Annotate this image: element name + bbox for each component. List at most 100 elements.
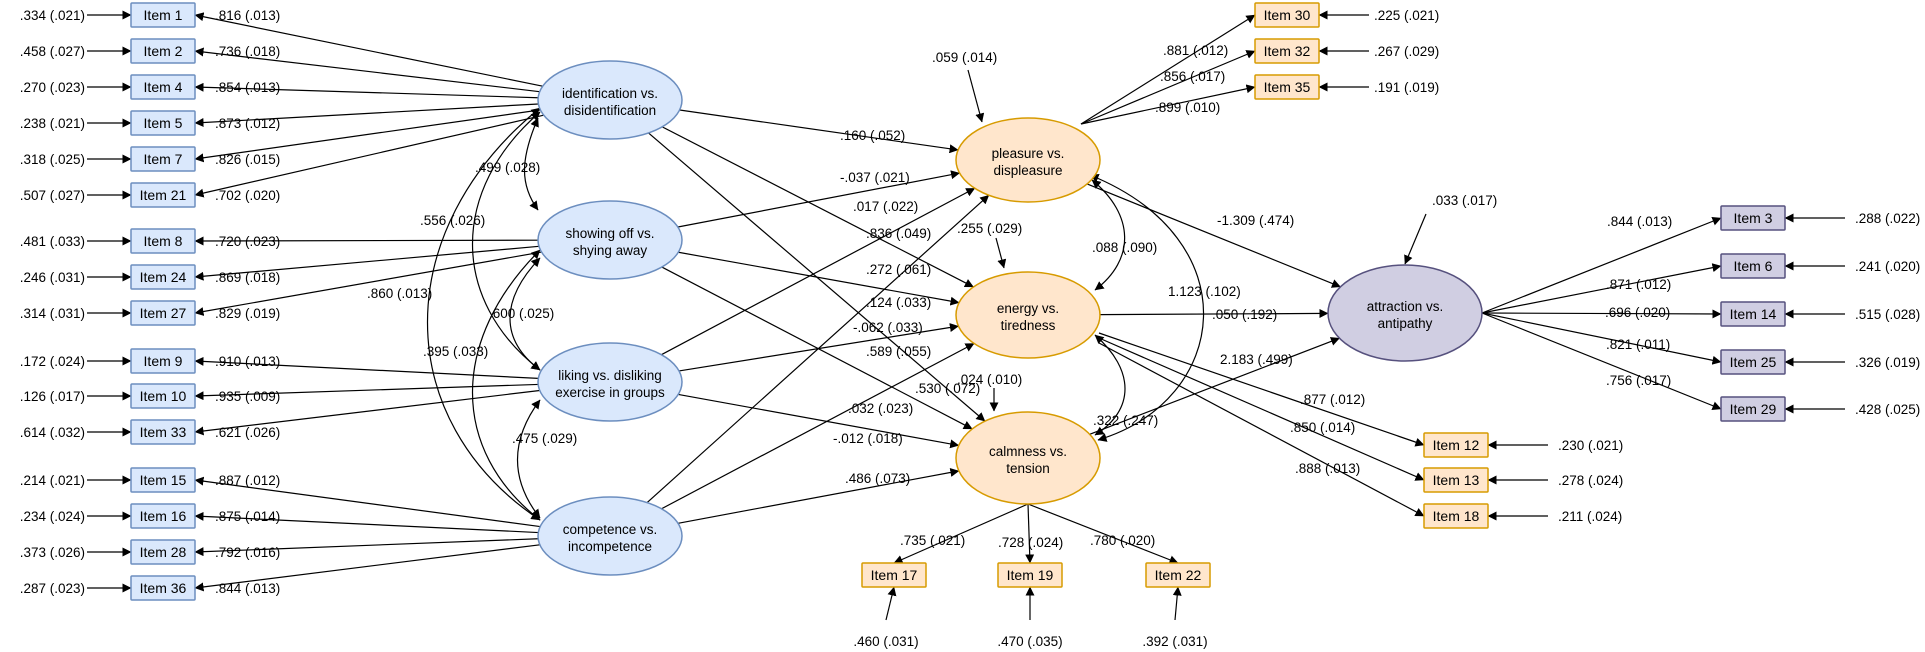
indicator-box xyxy=(1254,38,1320,64)
indicator-label: Item 19 xyxy=(1007,567,1054,583)
indicator-label: Item 35 xyxy=(1264,79,1311,95)
loading-arrow-i7 xyxy=(194,109,541,163)
latent-label-line1: identification vs. xyxy=(562,86,658,101)
correlation-label-energy-calm: .322 (.247) xyxy=(1093,413,1158,428)
latent-label-line1: competence vs. xyxy=(563,522,658,537)
correlation-label-showing-comp: .395 (.033) xyxy=(423,344,488,359)
indicator-label: Item 21 xyxy=(140,187,187,203)
correlation-label-pleasure-calm: 1.123 (.102) xyxy=(1168,284,1241,299)
indicator-item-25: Item 25 xyxy=(1720,349,1786,375)
latent-label-line2: tiredness xyxy=(1001,318,1056,333)
indicator-item-15: Item 15 xyxy=(130,467,196,493)
path-label-energy_attr: .050 (.192) xyxy=(1212,307,1277,322)
loading-arrow-i17 xyxy=(893,503,1029,564)
disturbance-label-energy: .255 (.029) xyxy=(957,221,1022,236)
loading-label-i4: .854 (.013) xyxy=(215,80,280,95)
error-label-i7: .318 (.025) xyxy=(20,152,85,167)
error-label-i3: .288 (.022) xyxy=(1855,211,1920,226)
error-arrow-i17 xyxy=(885,586,897,621)
loading-label-i16: .875 (.014) xyxy=(215,509,280,524)
indicator-item-24: Item 24 xyxy=(130,264,196,290)
indicator-label: Item 33 xyxy=(140,424,187,440)
path-label-liking_calm: .032 (.023) xyxy=(848,401,913,416)
indicator-item-36: Item 36 xyxy=(130,575,196,601)
error-arrow-i22 xyxy=(1172,586,1182,621)
path-arrow-calm-attr xyxy=(1089,337,1340,435)
path-label-ident_calm: .272 (.061) xyxy=(866,262,931,277)
path-arrow-liking-calm xyxy=(678,393,960,449)
loading-label-i33: .621 (.026) xyxy=(215,425,280,440)
indicator-label: Item 28 xyxy=(140,544,187,560)
loading-arrow-i5 xyxy=(194,103,539,128)
loading-label-i24: .869 (.018) xyxy=(215,270,280,285)
loading-arrow-i2 xyxy=(194,47,540,93)
loading-arrow-i4 xyxy=(194,82,539,99)
latent-ellipse xyxy=(537,496,683,576)
indicator-label: Item 7 xyxy=(144,151,183,167)
indicator-label: Item 2 xyxy=(144,43,183,59)
loading-label-i17: .735 (.021) xyxy=(900,533,965,548)
correlation-label-pleasure-energy: .088 (.090) xyxy=(1092,240,1157,255)
latent-ellipse xyxy=(955,411,1101,505)
disturbance-arrow-pleasure xyxy=(967,69,985,123)
loading-label-i10: .935 (.009) xyxy=(215,389,280,404)
error-label-i6: .241 (.020) xyxy=(1855,259,1920,274)
indicator-label: Item 30 xyxy=(1264,7,1311,23)
latent-label-line2: displeasure xyxy=(993,163,1062,178)
error-label-i36: .287 (.023) xyxy=(20,581,85,596)
latent-ident: identification vs.disidentification xyxy=(537,60,683,140)
path-label-pleasure_attr: -1.309 (.474) xyxy=(1217,213,1294,228)
indicator-item-9: Item 9 xyxy=(130,348,196,374)
indicator-item-28: Item 28 xyxy=(130,539,196,565)
loading-label-i7: .826 (.015) xyxy=(215,152,280,167)
disturbance-label-pleasure: .059 (.014) xyxy=(932,50,997,65)
error-label-i29: .428 (.025) xyxy=(1855,402,1920,417)
error-label-i2: .458 (.027) xyxy=(20,44,85,59)
latent-label-line1: attraction vs. xyxy=(1367,299,1444,314)
loading-label-i32: .856 (.017) xyxy=(1160,69,1225,84)
latent-label-line2: shying away xyxy=(573,243,648,258)
loading-arrow-i13 xyxy=(1098,337,1425,481)
loading-label-i21: .702 (.020) xyxy=(215,188,280,203)
indicator-box xyxy=(130,228,196,254)
indicator-box xyxy=(1720,253,1786,279)
indicator-label: Item 14 xyxy=(1730,306,1777,322)
loading-arrow-i10 xyxy=(194,383,539,401)
indicator-label: Item 1 xyxy=(144,7,183,23)
path-label-comp_pleasure: .836 (.049) xyxy=(866,226,931,241)
correlation-arrow-showing-liking xyxy=(509,257,541,371)
loading-label-i36: .844 (.013) xyxy=(215,581,280,596)
loading-label-i29: .756 (.017) xyxy=(1606,373,1671,388)
indicator-box xyxy=(1423,503,1489,529)
indicator-box xyxy=(1423,432,1489,458)
indicator-label: Item 12 xyxy=(1433,437,1480,453)
loading-label-i2: .736 (.018) xyxy=(215,44,280,59)
indicator-box xyxy=(130,110,196,136)
indicator-label: Item 32 xyxy=(1264,43,1311,59)
loading-arrow-i35 xyxy=(1080,84,1256,125)
latent-energy: energy vs.tiredness xyxy=(955,271,1101,359)
loading-arrow-i18 xyxy=(1098,342,1425,517)
disturbance-arrow-energy xyxy=(995,237,1007,269)
path-arrow-ident-pleasure xyxy=(679,109,959,154)
indicator-item-30: Item 30 xyxy=(1254,2,1320,28)
loading-label-i30: .881 (.012) xyxy=(1163,43,1228,58)
path-label-ident_energy: .017 (.022) xyxy=(853,199,918,214)
loading-label-i8: .720 (.023) xyxy=(215,234,280,249)
path-arrow-showing-pleasure xyxy=(677,170,961,228)
indicator-item-2: Item 2 xyxy=(130,38,196,64)
path-label-showing_pleasure: -.037 (.021) xyxy=(840,170,910,185)
disturbance-arrow-attr xyxy=(1404,213,1427,265)
error-label-i10: .126 (.017) xyxy=(20,389,85,404)
error-label-i1: .334 (.021) xyxy=(20,8,85,23)
latent-ellipse xyxy=(537,342,683,422)
indicator-box xyxy=(1720,205,1786,231)
indicator-item-21: Item 21 xyxy=(130,182,196,208)
indicator-label: Item 22 xyxy=(1155,567,1202,583)
indicator-box xyxy=(861,562,927,588)
loading-label-i35: .899 (.010) xyxy=(1155,100,1220,115)
latent-ellipse xyxy=(1327,264,1483,362)
latent-label-line2: tension xyxy=(1006,461,1050,476)
indicator-item-29: Item 29 xyxy=(1720,396,1786,422)
